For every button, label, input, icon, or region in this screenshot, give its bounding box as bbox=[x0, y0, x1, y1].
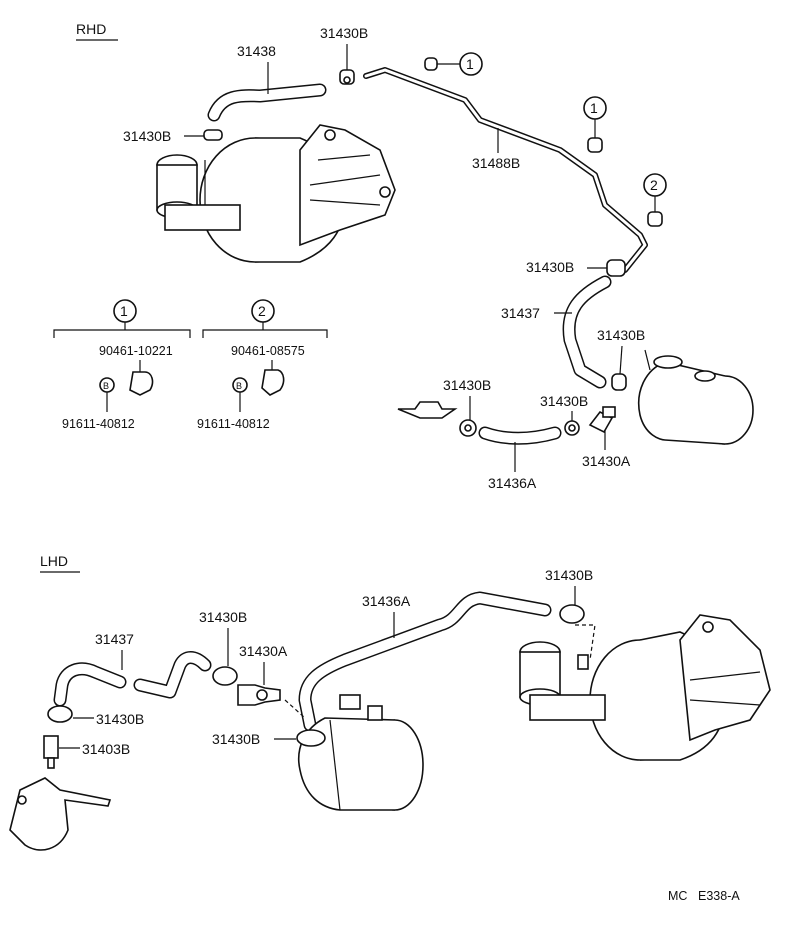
rhd-label-clamp-left: 31430B bbox=[123, 128, 171, 144]
rhd-label-clamp-lower-mid: 31430B bbox=[540, 393, 588, 409]
rhd-clamp-mid-right bbox=[606, 259, 626, 277]
rhd-callout-1-right-number: 1 bbox=[590, 100, 598, 116]
rhd-clamp-lower-left bbox=[459, 419, 477, 437]
rhd-label-31430a: 31430A bbox=[582, 453, 631, 469]
rhd-label-clamp-mid-right: 31430B bbox=[526, 259, 574, 275]
lhd-label-clamp-c: 31430B bbox=[545, 567, 593, 583]
lhd-clamp-c bbox=[559, 604, 585, 624]
legend-group-2-bolt-part: 91611-40812 bbox=[197, 417, 270, 431]
lhd-label-31437: 31437 bbox=[95, 631, 134, 647]
lhd-label-clamp-a: 31430B bbox=[96, 711, 144, 727]
footer-code-prefix: MC bbox=[668, 889, 687, 903]
footer-code: E338-A bbox=[698, 889, 740, 903]
lhd-brake-booster bbox=[519, 614, 771, 761]
lhd-clamp-a bbox=[47, 705, 73, 723]
legend-group-2-bolt-marker: B bbox=[236, 381, 242, 391]
legend-group-1-clamp-icon bbox=[129, 371, 154, 396]
rhd-callout-2-right-number: 2 bbox=[650, 177, 658, 193]
rhd-clamp-lower-mid bbox=[564, 420, 580, 436]
rhd-callout-1-right: 1 bbox=[583, 96, 607, 153]
lhd-clamp-d bbox=[296, 729, 326, 747]
rhd-label-31488b: 31488B bbox=[472, 155, 520, 171]
rhd-vacuum-fitting bbox=[397, 401, 458, 419]
rhd-label-31438: 31438 bbox=[237, 43, 276, 59]
rhd-clamp-left bbox=[203, 129, 223, 141]
lhd-label-31403b: 31403B bbox=[82, 741, 130, 757]
lhd-intake-fragment bbox=[9, 777, 112, 851]
lhd-label-31430a: 31430A bbox=[239, 643, 288, 659]
rhd-label-31436a: 31436A bbox=[488, 475, 537, 491]
lhd-heading: LHD bbox=[40, 553, 68, 569]
legend-group-2-marker: 2 bbox=[258, 303, 266, 319]
rhd-brake-booster bbox=[156, 124, 396, 263]
lhd-label-31436a: 31436A bbox=[362, 593, 411, 609]
lhd-union-31403b bbox=[43, 735, 59, 769]
legend-group-2-clamp-part: 90461-08575 bbox=[231, 344, 305, 358]
rhd-callout-1-top: 1 bbox=[424, 52, 483, 76]
rhd-callout-1-top-number: 1 bbox=[466, 56, 474, 72]
rhd-section: RHD 31438 31430B bbox=[76, 21, 754, 491]
lhd-air-cleaner-housing bbox=[298, 694, 424, 811]
rhd-label-clamp-top: 31430B bbox=[320, 25, 368, 41]
legend-group-1-marker: 1 bbox=[120, 303, 128, 319]
rhd-heading: RHD bbox=[76, 21, 106, 37]
legend: 1 90461-10221 B 91611-40812 2 90461-0857… bbox=[53, 299, 328, 431]
lhd-section: LHD 31437 31430B 31403B 31430B bbox=[9, 553, 771, 903]
rhd-valve-31430a bbox=[588, 406, 616, 434]
lhd-label-clamp-d: 31430B bbox=[212, 731, 260, 747]
lhd-valve-31430a bbox=[237, 684, 281, 706]
legend-group-1: 1 90461-10221 B 91611-40812 bbox=[53, 299, 191, 431]
rhd-label-clamp-canister: 31430B bbox=[597, 327, 645, 343]
rhd-label-clamp-lower-left: 31430B bbox=[443, 377, 491, 393]
lhd-clamp-b bbox=[212, 666, 238, 686]
rhd-charcoal-canister bbox=[638, 349, 754, 445]
rhd-clamp-canister bbox=[611, 373, 627, 391]
lhd-label-clamp-b: 31430B bbox=[199, 609, 247, 625]
legend-group-2: 2 90461-08575 B 91611-40812 bbox=[197, 299, 328, 431]
legend-group-2-clamp-icon bbox=[261, 369, 285, 396]
rhd-callout-2-right: 2 bbox=[643, 173, 667, 227]
legend-group-1-clamp-part: 90461-10221 bbox=[99, 344, 173, 358]
rhd-label-31437: 31437 bbox=[501, 305, 540, 321]
rhd-clamp-top bbox=[339, 69, 355, 85]
legend-group-1-bolt-part: 91611-40812 bbox=[62, 417, 135, 431]
legend-group-1-bolt-marker: B bbox=[103, 381, 109, 391]
